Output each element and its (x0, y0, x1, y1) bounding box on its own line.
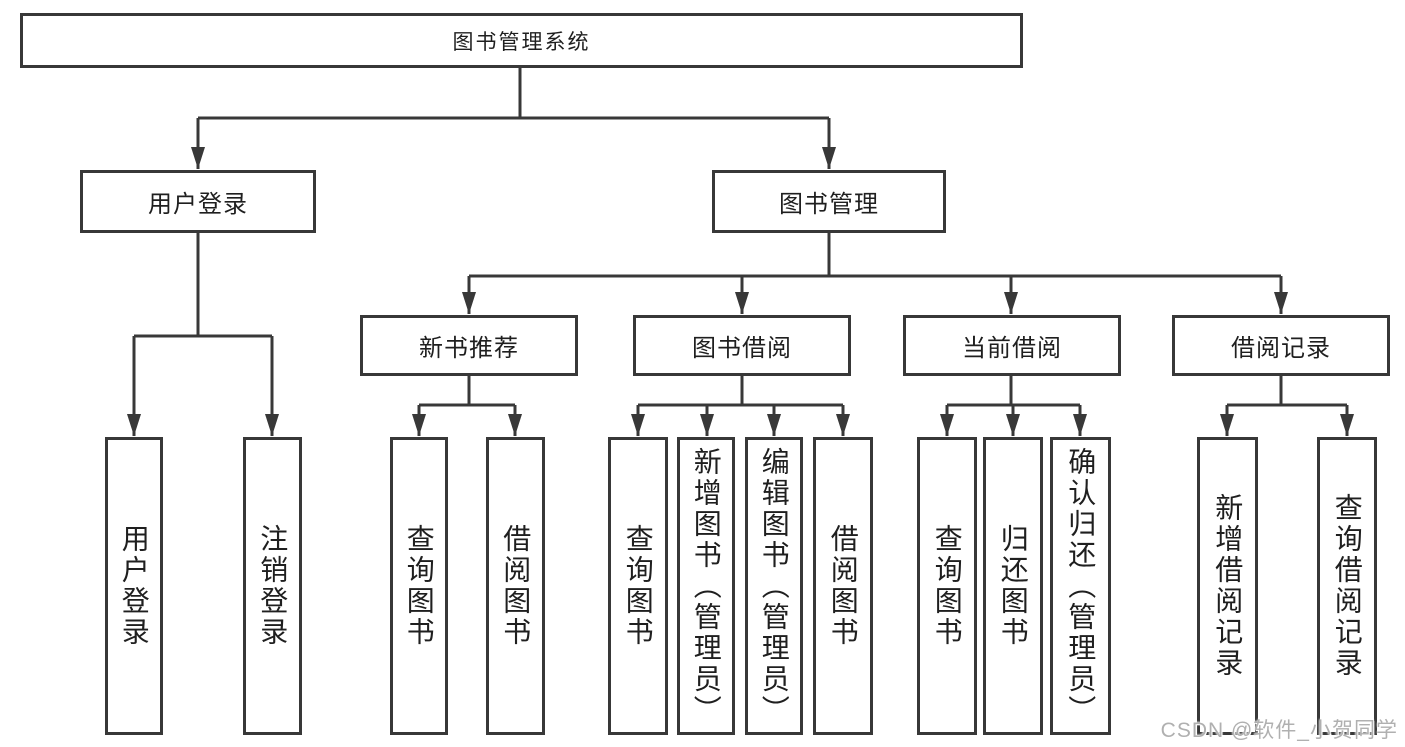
node-label: 查询图书 (403, 524, 435, 648)
leaf-borrow-book: 借阅图书 (813, 437, 873, 735)
node-label: 用户登录 (118, 524, 150, 648)
node-book-borrow: 图书借阅 (633, 315, 851, 376)
node-current-borrow: 当前借阅 (903, 315, 1121, 376)
node-new-book-recommend: 新书推荐 (360, 315, 578, 376)
watermark: CSDN @软件_小贺同学 (1160, 719, 1398, 742)
node-user-login: 用户登录 (80, 170, 316, 233)
node-label: 新增图书（管理员） (690, 446, 722, 726)
leaf-return-book: 归还图书 (983, 437, 1043, 735)
edges-root-to-level2 (191, 68, 836, 169)
edges-user-login-children (127, 233, 279, 436)
leaf-query-book-borrow: 查询图书 (608, 437, 668, 735)
leaf-query-borrow-record: 查询借阅记录 (1317, 437, 1377, 735)
node-label: 查询图书 (931, 524, 963, 648)
edges-book-management-children (462, 233, 1288, 314)
node-label: 借阅图书 (500, 524, 532, 648)
node-label: 注销登录 (257, 524, 289, 648)
edges-current-borrow-children (940, 376, 1087, 436)
leaf-query-book-current: 查询图书 (917, 437, 977, 735)
leaf-logout: 注销登录 (243, 437, 302, 735)
node-label: 图书管理系统 (452, 30, 591, 54)
node-borrow-records: 借阅记录 (1172, 315, 1390, 376)
leaf-confirm-return-admin: 确认归还（管理员） (1050, 437, 1111, 735)
node-label: 图书借阅 (692, 335, 792, 362)
node-root: 图书管理系统 (20, 13, 1023, 68)
node-label: 编辑图书（管理员） (758, 446, 790, 726)
edges-borrow-records-children (1220, 376, 1354, 436)
node-label: 新书推荐 (419, 335, 519, 362)
leaf-borrow-book-recommend: 借阅图书 (486, 437, 545, 735)
leaf-add-book-admin: 新增图书（管理员） (677, 437, 735, 735)
node-label: 图书管理 (779, 191, 879, 218)
edges-book-borrow-children (631, 376, 850, 436)
edges-new-book-recommend-children (412, 376, 522, 436)
node-book-management: 图书管理 (712, 170, 946, 233)
node-label: 借阅记录 (1231, 335, 1331, 362)
node-label: 用户登录 (148, 191, 248, 218)
leaf-query-book-recommend: 查询图书 (390, 437, 448, 735)
node-label: 归还图书 (997, 524, 1029, 648)
node-label: 当前借阅 (962, 335, 1062, 362)
node-label: 查询借阅记录 (1331, 493, 1363, 679)
leaf-add-borrow-record: 新增借阅记录 (1197, 437, 1258, 735)
node-label: 借阅图书 (827, 524, 859, 648)
leaf-user-login: 用户登录 (105, 437, 163, 735)
leaf-edit-book-admin: 编辑图书（管理员） (745, 437, 803, 735)
node-label: 新增借阅记录 (1212, 493, 1244, 679)
node-label: 查询图书 (622, 524, 654, 648)
node-label: 确认归还（管理员） (1065, 446, 1097, 726)
